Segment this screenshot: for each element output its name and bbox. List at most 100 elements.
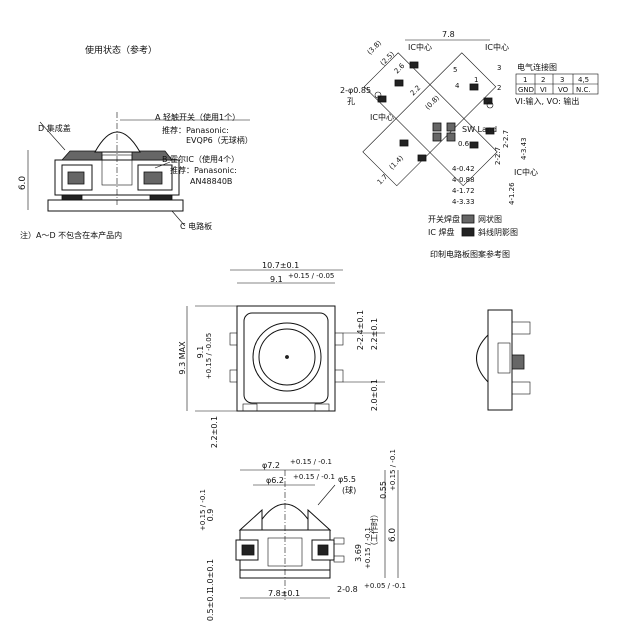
pin-5: 5 bbox=[453, 66, 457, 74]
top-p20: 2.0±0.1 bbox=[370, 379, 379, 411]
legend-switch-swatch bbox=[461, 214, 475, 224]
top-h91: 9.1 bbox=[196, 346, 205, 359]
leader bbox=[317, 484, 336, 506]
legend-ic-sym: 斜线阴影图 bbox=[478, 227, 518, 237]
hall-ic-left-core bbox=[67, 171, 85, 185]
dim-2-2-7: 2-2.7 bbox=[494, 147, 502, 165]
front-pin bbox=[333, 537, 345, 545]
switch-part: EVQP6（无球柄） bbox=[186, 135, 253, 145]
ic-pad bbox=[485, 127, 495, 135]
dim-4-3-33: 4-3.33 bbox=[452, 198, 475, 206]
top-h91-tol: +0.15 / -0.05 bbox=[205, 333, 213, 379]
side-pad bbox=[511, 354, 525, 370]
front-ball: (球) bbox=[342, 485, 356, 495]
top-w91-tol: +0.15 / -0.05 bbox=[288, 272, 334, 280]
usage-note: 注）A～D 不包含在本产品内 bbox=[20, 230, 122, 240]
conn-cell: VI bbox=[540, 86, 547, 94]
front-d62-tol: +0.15 / -0.1 bbox=[293, 473, 335, 481]
switch-pad bbox=[446, 132, 456, 142]
pcb-caption: 印制电路板图案参考图 bbox=[430, 249, 510, 259]
legend-switch: 开关焊盘 bbox=[428, 214, 460, 224]
dim-0-6: 0.6 bbox=[458, 140, 470, 148]
ic-pad bbox=[483, 97, 493, 105]
side-dome bbox=[476, 333, 489, 384]
pcb-pattern-diagram: 7.8 IC中心 IC中心 IC中心 IC中心 2-φ0.85 孔 SW Lan… bbox=[340, 30, 538, 259]
dim-0-8: (0.8) bbox=[424, 94, 442, 112]
top-p22: 2.2±0.1 bbox=[370, 318, 379, 350]
dim-4-0-42: 4-0.42 bbox=[452, 165, 475, 173]
dim-3-8: (3.8) bbox=[366, 39, 384, 57]
pin-2: 2 bbox=[497, 84, 501, 92]
front-cap-right bbox=[307, 508, 332, 531]
top-terminal bbox=[229, 332, 238, 346]
tact-switch bbox=[101, 154, 133, 186]
leader bbox=[39, 121, 66, 151]
dim-2-6: 2.6 bbox=[393, 61, 407, 75]
hall-ic-right-core bbox=[143, 171, 163, 185]
pin-1: 1 bbox=[474, 76, 478, 84]
legend-ic-swatch bbox=[461, 227, 475, 237]
front-terminal-right-core bbox=[317, 544, 329, 556]
pcb-outline-a bbox=[362, 52, 497, 187]
top-outer-ring bbox=[252, 322, 322, 392]
dim-2-5: (2.5) bbox=[379, 50, 397, 68]
usage-diagram: 使用状态（参考） 6.0 D 集成盖 A 轻触开关（使用1个） 推荐：Panas… bbox=[18, 44, 253, 240]
conn-header: 2 bbox=[541, 76, 545, 84]
switch-pad bbox=[432, 132, 442, 142]
front-d72: φ7.2 bbox=[262, 461, 280, 470]
side-terminal bbox=[511, 321, 531, 335]
top-inner-frame bbox=[243, 312, 329, 404]
connection-table: 电气连接图 1 2 3 4,5 GND VI VO N.C. VI:输入, VO… bbox=[515, 62, 599, 106]
hole-dim: 2-φ0.85 bbox=[340, 86, 371, 95]
side-switch bbox=[497, 342, 511, 374]
dim-4-1-72: 4-1.72 bbox=[452, 187, 475, 195]
conn-cell: N.C. bbox=[576, 86, 591, 94]
ic-center-2: IC中心 bbox=[485, 42, 509, 52]
board-label: C 电路板 bbox=[180, 221, 212, 231]
front-view: φ7.2 +0.15 / -0.1 φ6.2 +0.15 / -0.1 φ5.5… bbox=[199, 449, 406, 621]
front-d62: φ6.2 bbox=[266, 476, 284, 485]
dim-4-1-26: 4-1.26 bbox=[508, 182, 516, 205]
top-view: 10.7±0.1 9.1 +0.15 / -0.05 9.3 MAX 9.1 +… bbox=[178, 261, 385, 448]
front-p08-tol: +0.05 / -0.1 bbox=[364, 582, 406, 590]
side-view bbox=[476, 309, 531, 411]
top-p24: 2-2.4±0.1 bbox=[356, 310, 365, 350]
conn-header: 4,5 bbox=[578, 76, 589, 84]
switch-rec: 推荐：Panasonic: bbox=[162, 125, 229, 135]
front-d72-tol: +0.15 / -0.1 bbox=[290, 458, 332, 466]
switch-label: A 轻触开关（使用1个） bbox=[155, 112, 240, 122]
top-body bbox=[236, 305, 336, 412]
ic-pad bbox=[399, 139, 409, 147]
ic-center-3: IC中心 bbox=[370, 112, 394, 122]
conn-cell: GND bbox=[518, 86, 534, 94]
ic-center-4: IC中心 bbox=[514, 167, 538, 177]
dim-4-3-43: 4-3.43 bbox=[520, 137, 528, 160]
legend-ic: IC 焊盘 bbox=[428, 227, 455, 237]
ic-center-1: IC中心 bbox=[408, 42, 432, 52]
front-h055: 0.55 bbox=[379, 481, 388, 499]
ic-pad bbox=[377, 95, 387, 103]
front-p08: 2-0.8 bbox=[337, 585, 358, 594]
switch-pad bbox=[446, 122, 456, 132]
sw-land: SW Land bbox=[462, 125, 497, 134]
ball-dome bbox=[94, 131, 141, 153]
dim-2-2: 2.2 bbox=[409, 84, 423, 98]
top-terminal bbox=[334, 332, 344, 346]
legend-switch-sym: 网状图 bbox=[478, 214, 502, 224]
pin-4: 4 bbox=[455, 82, 460, 90]
ic-pad bbox=[394, 79, 404, 87]
ic-pad bbox=[469, 83, 479, 91]
front-ball-d: φ5.5 bbox=[338, 475, 356, 484]
top-ball bbox=[258, 328, 316, 386]
side-terminal bbox=[511, 381, 531, 395]
top-terminal bbox=[314, 403, 330, 412]
top-h93: 9.3 MAX bbox=[178, 341, 187, 375]
front-h369: 3.69 bbox=[354, 544, 363, 562]
front-h369-tol: +0.15 / -0.1 bbox=[364, 527, 372, 569]
front-h05: 0.5±0.1 bbox=[206, 589, 215, 621]
dim-2-2-7b: 2-2.7 bbox=[502, 130, 510, 148]
top-terminal bbox=[229, 369, 238, 383]
hole-sub: 孔 bbox=[347, 97, 355, 106]
conn-note: VI:输入, VO: 输出 bbox=[515, 96, 579, 106]
front-terminal-left-core bbox=[241, 544, 255, 556]
